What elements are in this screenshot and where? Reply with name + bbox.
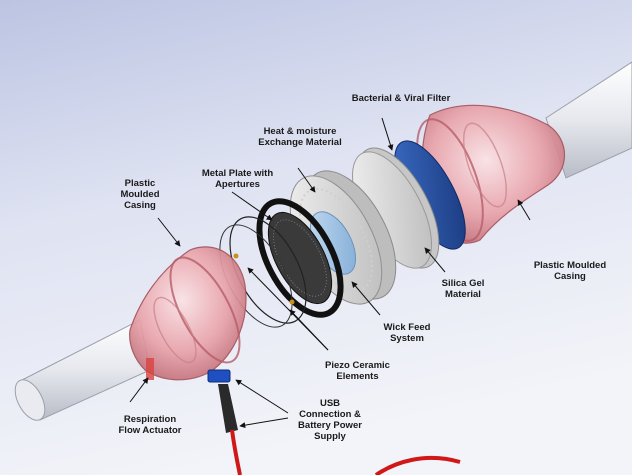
label-silica-gel: Silica Gel Material bbox=[428, 278, 498, 300]
label-heat-moisture-exchange: Heat & moisture Exchange Material bbox=[250, 126, 350, 148]
label-wick-feed: Wick Feed System bbox=[372, 322, 442, 344]
label-plastic-casing-right: Plastic Moulded Casing bbox=[520, 260, 620, 282]
label-respiration-flow: Respiration Flow Actuator bbox=[100, 414, 200, 436]
label-metal-plate: Metal Plate with Apertures bbox=[190, 168, 285, 190]
label-usb-connection: USB Connection & Battery Power Supply bbox=[284, 398, 376, 442]
label-piezo-ceramic: Piezo Ceramic Elements bbox=[310, 360, 405, 382]
label-bacterial-viral-filter: Bacterial & Viral Filter bbox=[332, 93, 470, 104]
label-plastic-casing-left: Plastic Moulded Casing bbox=[110, 178, 170, 211]
